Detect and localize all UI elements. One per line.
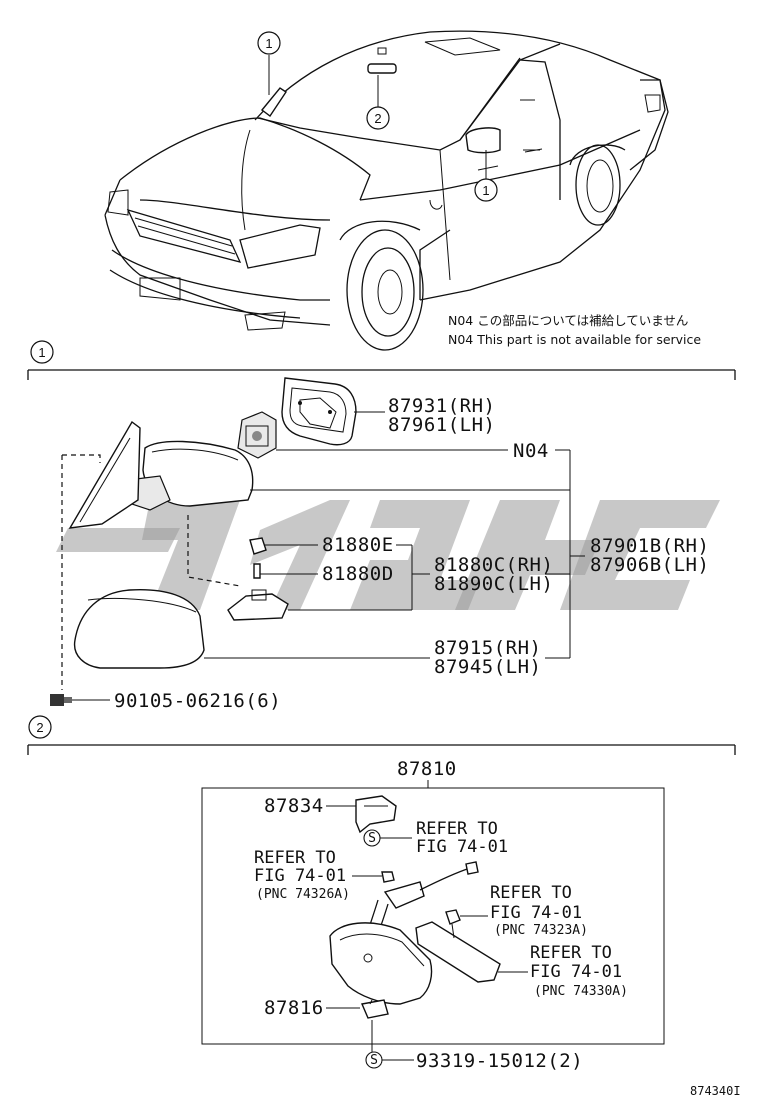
refer-c-line3: (PNC 74323A) <box>494 923 588 938</box>
mirror-glass-part <box>281 377 357 446</box>
svg-text:1: 1 <box>482 183 489 198</box>
refer-b-line3: (PNC 74326A) <box>256 887 350 902</box>
bracket-87834-part <box>355 795 397 834</box>
lamp-housing-part <box>227 589 289 621</box>
label-87901b: 87901B(RH) <box>590 535 709 557</box>
label-87945: 87945(LH) <box>434 656 541 678</box>
clip-part <box>445 909 461 939</box>
car-side-mirror <box>465 127 501 154</box>
note-en: N04 This part is not available for servi… <box>448 332 701 347</box>
bracket-87816-part <box>361 999 389 1019</box>
mirror-housing-part <box>125 440 254 511</box>
section-1-leaders <box>72 411 585 701</box>
label-81890c: 81890C(LH) <box>434 573 553 595</box>
refer-d-line1: REFER TO <box>530 943 612 963</box>
label-87906b: 87906B(LH) <box>590 554 709 576</box>
label-81880c: 81880C(RH) <box>434 554 553 576</box>
label-87931: 87931(RH) <box>388 395 495 417</box>
svg-text:1: 1 <box>265 36 272 51</box>
car-illustration <box>104 30 669 351</box>
car-left-mirror <box>260 87 287 118</box>
assembly-box <box>201 787 665 1045</box>
refer-d-line3: (PNC 74330A) <box>534 984 628 999</box>
screw-90105-part <box>50 694 72 706</box>
refer-d-line2: FIG 74-01 <box>530 962 622 982</box>
callout-1-top: 1 <box>257 31 281 95</box>
lamp-81880e-part <box>249 537 267 555</box>
label-87810: 87810 <box>397 758 457 780</box>
svg-text:1: 1 <box>38 345 45 360</box>
inside-mirror-part <box>329 922 433 1005</box>
label-87816: 87816 <box>264 997 324 1019</box>
watermark <box>56 500 720 610</box>
label-93319: 93319-15012(2) <box>416 1050 583 1072</box>
car-inside-mirror <box>367 47 397 74</box>
callout-1-side: 1 <box>474 150 498 202</box>
label-n04: N04 <box>513 440 549 462</box>
section-2-header: 2 <box>27 715 736 755</box>
mirror-actuator-part <box>237 411 277 459</box>
refer-c-line2: FIG 74-01 <box>490 903 582 923</box>
callout-2-top: 2 <box>366 75 390 130</box>
section-1-header: 1 <box>27 340 736 380</box>
note-jp: N04 この部品については補給していません <box>448 313 688 328</box>
svg-text:2: 2 <box>36 720 43 735</box>
svg-text:2: 2 <box>374 111 381 126</box>
mirror-cover-part <box>73 589 205 669</box>
refer-a-line2: FIG 74-01 <box>416 837 508 857</box>
label-81880d: 81880D <box>322 563 394 585</box>
refer-c-line1: REFER TO <box>490 883 572 903</box>
diagram-id: 874340I <box>690 1084 741 1098</box>
refer-b-line2: FIG 74-01 <box>254 866 346 886</box>
label-87961: 87961(LH) <box>388 414 495 436</box>
lamp-81880d-part <box>253 563 261 579</box>
label-87915: 87915(RH) <box>434 637 541 659</box>
label-81880e: 81880E <box>322 534 394 556</box>
label-87834: 87834 <box>264 795 324 817</box>
s-mark-1: S <box>363 829 381 847</box>
refer-a-line1: REFER TO <box>416 819 498 839</box>
svg-text:S: S <box>370 1053 378 1068</box>
refer-b-line1: REFER TO <box>254 848 336 868</box>
label-90105: 90105-06216(6) <box>114 690 281 712</box>
svg-text:S: S <box>368 831 376 846</box>
mirror-base-part <box>68 420 141 529</box>
s-mark-2: S <box>365 1051 383 1069</box>
map-lamp-part <box>415 921 501 983</box>
